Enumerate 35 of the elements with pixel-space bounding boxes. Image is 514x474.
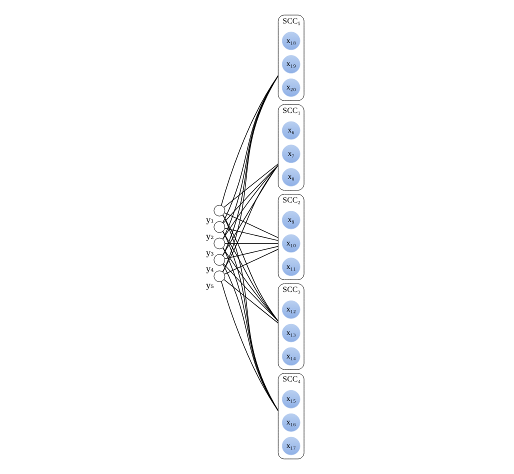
connector <box>222 248 278 322</box>
node-circle: x₁₉ <box>282 55 300 74</box>
connector <box>224 243 278 244</box>
node-circle: x₁₁ <box>282 258 300 276</box>
connector <box>222 214 278 322</box>
connector <box>224 228 278 241</box>
node-circle: x₆ <box>282 121 300 140</box>
connector <box>223 263 278 322</box>
connector <box>224 164 278 208</box>
node-circle: x₁₂ <box>282 300 300 319</box>
connector <box>224 212 278 238</box>
connector <box>222 165 278 256</box>
node-circle: x₁₈ <box>282 32 300 50</box>
node-circle <box>214 238 226 250</box>
node-circle <box>214 254 226 266</box>
node-circle: x₁₅ <box>282 390 300 408</box>
node-circle: x₈ <box>282 168 300 186</box>
node-circle: x₇ <box>282 144 300 164</box>
connector <box>224 246 278 260</box>
node-circle: x₂₀ <box>282 78 300 97</box>
node-circle: x₁₇ <box>282 436 300 456</box>
connector <box>223 165 278 224</box>
node-circle <box>214 204 226 216</box>
node-circle: x₁₀ <box>282 234 300 253</box>
connector <box>224 279 278 324</box>
node-circle: x₁₃ <box>282 324 300 342</box>
node-circle <box>214 221 226 233</box>
node-circle: x₁₆ <box>282 413 300 432</box>
node-circle: x₁₄ <box>282 347 300 366</box>
connector <box>222 165 278 240</box>
connector <box>222 165 278 272</box>
node-circle: x₉ <box>282 210 300 230</box>
node-circle <box>214 270 226 282</box>
connector <box>222 231 278 322</box>
connector <box>224 248 278 274</box>
